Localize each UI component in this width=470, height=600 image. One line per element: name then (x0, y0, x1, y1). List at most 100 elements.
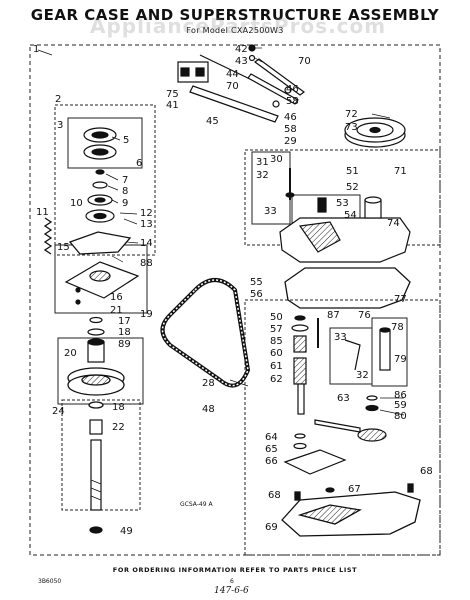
leader-lines (37, 47, 405, 416)
box-78 (371, 317, 408, 387)
callout-85: 85 (270, 336, 283, 347)
top-linkage-parts (177, 44, 306, 123)
callout-22: 22 (112, 422, 125, 433)
callout-8: 8 (122, 186, 128, 197)
callout-19: 19 (140, 309, 153, 320)
callout-51: 51 (346, 166, 359, 177)
callout-88: 88 (140, 258, 153, 269)
callout-17: 17 (118, 316, 131, 327)
callout-55: 55 (250, 277, 263, 288)
callout-74: 74 (387, 218, 400, 229)
callout-71: 71 (394, 166, 407, 177)
callout-42: 42 (235, 44, 248, 55)
callout-66: 66 (265, 456, 278, 467)
callout-29: 29 (284, 136, 297, 147)
callout-12: 12 (140, 208, 153, 219)
callout-20: 20 (64, 348, 77, 359)
callout-1: 1 (33, 44, 39, 55)
callout-62: 62 (270, 374, 283, 385)
callout-75: 75 (166, 89, 179, 100)
callout-67: 67 (348, 484, 361, 495)
handwritten-note: 147-6-6 (214, 586, 249, 596)
callout-86: 86 (394, 390, 407, 401)
callout-45: 45 (206, 116, 219, 127)
drive-belt (160, 278, 251, 388)
box-3 (67, 117, 143, 169)
box-48 (244, 299, 441, 556)
model-subtitle: For Model CXA2500W3 (186, 26, 284, 35)
callout-43: 43 (235, 56, 248, 67)
plate-14 (68, 231, 132, 255)
callout-52: 52 (346, 182, 359, 193)
callout-56: 56 (250, 289, 263, 300)
callout-30: 30 (270, 154, 283, 165)
callout-57: 57 (270, 324, 283, 335)
ordering-note: FOR ORDERING INFORMATION REFER TO PARTS … (112, 566, 358, 574)
callout-58b: 58 (284, 124, 297, 135)
callout-68b: 68 (420, 466, 433, 477)
callout-89: 89 (118, 339, 131, 350)
gear-shaft (283, 419, 387, 475)
callout-24: 24 (52, 406, 65, 417)
callout-32a: 32 (256, 170, 269, 181)
callout-5: 5 (123, 135, 129, 146)
callout-6: 6 (136, 158, 142, 169)
callout-68a: 68 (268, 490, 281, 501)
callout-77: 77 (394, 294, 407, 305)
callout-14: 14 (140, 238, 153, 249)
spring-11 (43, 217, 53, 255)
callout-44: 44 (226, 69, 239, 80)
callout-28: 28 (202, 378, 215, 389)
callout-72: 72 (345, 109, 358, 120)
gear-case-base (281, 483, 421, 537)
callout-32b: 32 (356, 370, 369, 381)
callout-33b: 33 (334, 332, 347, 343)
callout-49: 49 (120, 526, 133, 537)
callout-21: 21 (110, 305, 123, 316)
callout-13: 13 (140, 219, 153, 230)
callout-87: 87 (327, 310, 340, 321)
callout-9: 9 (122, 198, 128, 209)
callout-50: 50 (270, 312, 283, 323)
callout-16: 16 (110, 292, 123, 303)
callout-76: 76 (358, 310, 371, 321)
hub-assembly (64, 261, 140, 305)
gasket-55 (284, 267, 411, 309)
callout-64: 64 (265, 432, 278, 443)
callout-41: 41 (166, 100, 179, 111)
callout-46b: 46 (284, 112, 297, 123)
callout-2: 2 (55, 94, 61, 105)
callout-11: 11 (36, 207, 49, 218)
callout-31: 31 (256, 157, 269, 168)
drive-shaft (89, 419, 103, 534)
callout-53: 53 (336, 198, 349, 209)
callout-33a: 33 (264, 206, 277, 217)
watermark: AppliancePartsPros.com (90, 14, 387, 38)
callout-46a: 46 (286, 84, 299, 95)
left-upper-parts (83, 127, 117, 223)
doc-code: 3B6050 (38, 578, 62, 585)
gear-case-cover (279, 168, 411, 263)
callout-58a: 58 (286, 96, 299, 107)
page-number: 6 (230, 578, 234, 585)
callout-48: 48 (202, 404, 215, 415)
box-2 (54, 104, 156, 256)
pulley-72 (344, 117, 406, 148)
callout-80: 80 (394, 411, 407, 422)
callout-54: 54 (344, 210, 357, 221)
callout-73: 73 (345, 122, 358, 133)
callout-60: 60 (270, 348, 283, 359)
callout-15: 15 (57, 242, 70, 253)
callout-65: 65 (265, 444, 278, 455)
clutch-parts (87, 316, 105, 363)
callout-7: 7 (122, 175, 128, 186)
callout-59: 59 (394, 400, 407, 411)
callout-63: 63 (337, 393, 350, 404)
diagram-code: GCSA-49 A (180, 501, 213, 508)
callout-18a: 18 (118, 327, 131, 338)
callout-70a: 70 (298, 56, 311, 67)
callout-79: 79 (394, 354, 407, 365)
callout-18b: 18 (112, 402, 125, 413)
callout-10: 10 (70, 198, 83, 209)
